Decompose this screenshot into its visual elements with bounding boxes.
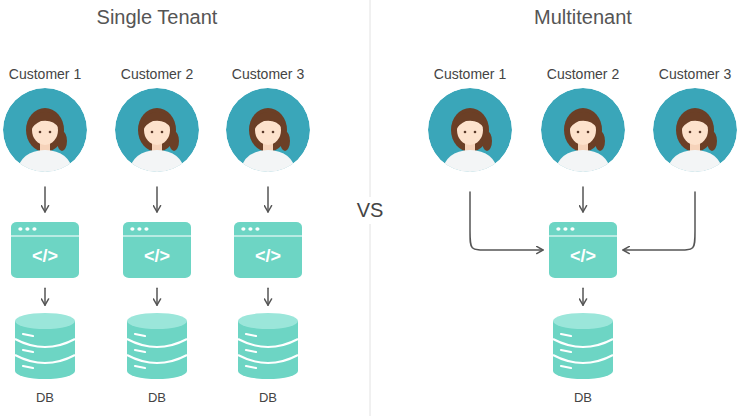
flow-arrow (44, 187, 46, 212)
customer-node: Customer 1 (3, 66, 87, 172)
code-symbol: </> (549, 222, 617, 273)
customer-label: Customer 1 (428, 66, 512, 82)
customer-node: Customer 2 (541, 66, 625, 172)
database-cylinder (237, 312, 299, 380)
flow-arrow (582, 288, 584, 305)
customer-label: Customer 2 (541, 66, 625, 82)
flow-arrow (156, 288, 158, 305)
code-symbol: </> (234, 222, 302, 273)
database-label: DB (237, 390, 299, 405)
database-cylinder (126, 312, 188, 380)
customer-node: Customer 3 (226, 66, 310, 172)
customer-avatar (541, 88, 625, 172)
vs-label: VS (353, 197, 388, 224)
section-title: Multitenant (530, 4, 636, 31)
customer-avatar (3, 88, 87, 172)
flow-arrow (623, 192, 695, 250)
database-cylinder (14, 312, 76, 380)
customer-node: Customer 1 (428, 66, 512, 172)
application-box: </> (123, 222, 191, 278)
database-node: DB (126, 312, 188, 405)
flow-arrow (470, 192, 543, 250)
customer-avatar (653, 88, 737, 172)
customer-avatar (115, 88, 199, 172)
customer-label: Customer 3 (226, 66, 310, 82)
database-node: DB (552, 312, 614, 405)
flow-arrow (44, 288, 46, 305)
application-box: </> (234, 222, 302, 278)
flow-arrow (582, 187, 584, 212)
application-box: </> (549, 222, 617, 278)
customer-label: Customer 2 (115, 66, 199, 82)
section-title: Single Tenant (93, 4, 222, 31)
database-node: DB (237, 312, 299, 405)
database-label: DB (126, 390, 188, 405)
database-label: DB (14, 390, 76, 405)
customer-avatar (428, 88, 512, 172)
code-symbol: </> (123, 222, 191, 273)
customer-node: Customer 2 (115, 66, 199, 172)
code-symbol: </> (11, 222, 79, 273)
flow-arrow (267, 288, 269, 305)
application-box: </> (11, 222, 79, 278)
flow-arrow (156, 187, 158, 212)
customer-label: Customer 3 (653, 66, 737, 82)
customer-avatar (226, 88, 310, 172)
database-cylinder (552, 312, 614, 380)
database-node: DB (14, 312, 76, 405)
flow-arrow (267, 187, 269, 212)
customer-node: Customer 3 (653, 66, 737, 172)
customer-label: Customer 1 (3, 66, 87, 82)
database-label: DB (552, 390, 614, 405)
